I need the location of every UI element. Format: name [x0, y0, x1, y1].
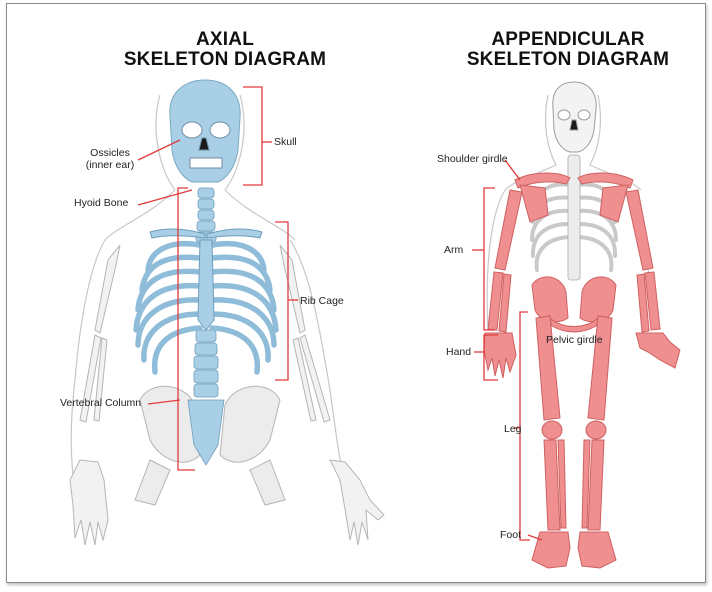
label-ossicles-line2: (inner ear) — [78, 159, 142, 171]
label-ossicles-line1: Ossicles — [78, 147, 142, 159]
axial-title: AXIAL SKELETON DIAGRAM — [110, 30, 340, 70]
appendicular-title-line2: SKELETON DIAGRAM — [448, 50, 688, 70]
label-hand: Hand — [446, 346, 471, 358]
axial-title-line2: SKELETON DIAGRAM — [110, 50, 340, 70]
label-ossicles: Ossicles (inner ear) — [78, 147, 142, 171]
label-foot: Foot — [500, 529, 521, 541]
appendicular-skull — [553, 82, 596, 152]
label-arm: Arm — [444, 244, 463, 256]
label-vertebral-column: Vertebral Column — [60, 397, 141, 409]
axial-title-line1: AXIAL — [110, 30, 340, 50]
label-leg: Leg — [504, 423, 522, 435]
label-rib-cage: Rib Cage — [300, 295, 344, 307]
label-hyoid-bone: Hyoid Bone — [74, 197, 128, 209]
label-pelvic-girdle: Pelvic girdle — [546, 334, 603, 346]
label-skull: Skull — [274, 136, 297, 148]
appendicular-legs — [536, 316, 612, 530]
appendicular-title-line1: APPENDICULAR — [448, 30, 688, 50]
axial-arm-bones — [70, 245, 384, 545]
appendicular-feet — [532, 532, 616, 568]
label-shoulder-girdle: Shoulder girdle — [437, 153, 508, 165]
appendicular-title: APPENDICULAR SKELETON DIAGRAM — [448, 30, 688, 70]
appendicular-spine — [568, 155, 580, 280]
